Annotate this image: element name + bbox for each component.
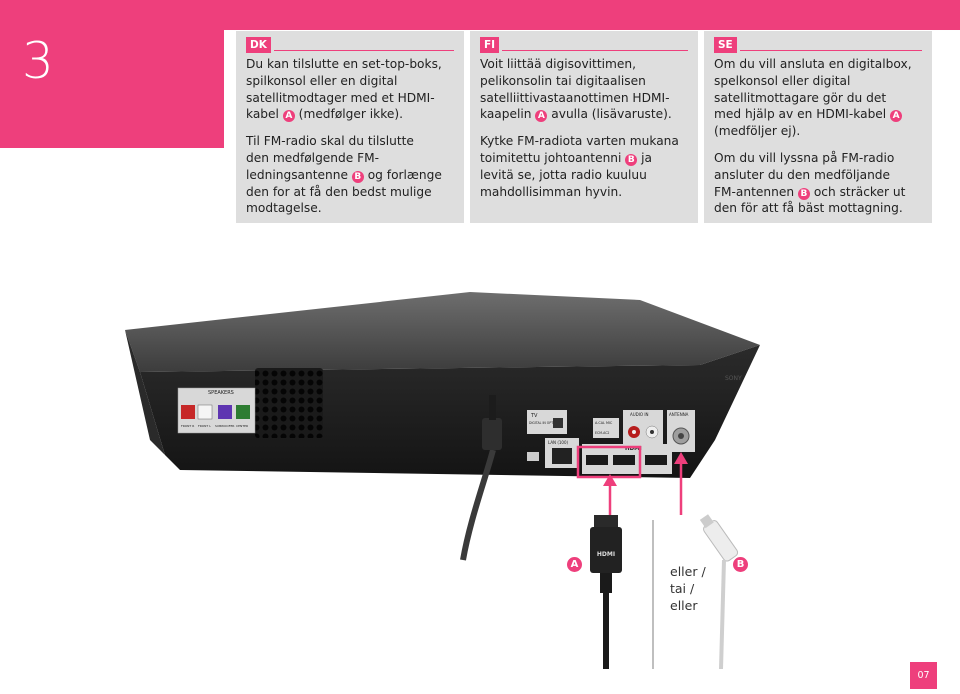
text: og forlænge den for at få den bedst muli… xyxy=(246,167,442,216)
step-number: 3 xyxy=(22,32,54,90)
connection-arrows xyxy=(603,452,688,515)
text: Kytke FM-radiota varten mukana toimitett… xyxy=(480,134,679,165)
antenna-label: ANTENNA xyxy=(669,412,689,417)
label-b: B xyxy=(733,557,748,572)
text: (medföljer ej). xyxy=(714,124,801,139)
acal-sub-label: ECM-AC2 xyxy=(595,431,609,435)
audio-in-label: AUDIO IN xyxy=(630,412,649,417)
terminal-subwoofer xyxy=(218,405,232,419)
or-text: eller / tai / eller xyxy=(670,564,706,613)
text: Om du vill ansluta en digitalbox, spelko… xyxy=(714,57,912,122)
acal-label: A.CAL MIC xyxy=(595,421,613,425)
tv-sub-label: DIGITAL IN OPTICAL xyxy=(529,421,561,425)
terminal-front-l xyxy=(197,404,213,420)
label-a-badge: A xyxy=(890,110,903,123)
text: ja levitä se, jotta radio kuuluu mahdoll… xyxy=(480,150,653,199)
tv-label: TV xyxy=(530,413,538,419)
fm-antenna xyxy=(699,514,739,670)
step-box: 3 xyxy=(0,0,224,148)
label-a: A xyxy=(567,557,582,572)
label-b-badge: B xyxy=(351,170,364,183)
label-a-badge: A xyxy=(282,110,295,123)
terminal-label: SUBWOOFER xyxy=(215,424,234,428)
text: Om du vill lyssna på FM-radio ansluter d… xyxy=(714,150,895,199)
lang-tag: SE xyxy=(714,37,737,53)
label-a-badge: A xyxy=(535,110,548,123)
panel-fi: FI Voit liittää digisovittimen, pelikons… xyxy=(470,31,698,223)
hdmi-in-port-2 xyxy=(613,455,635,465)
hdmi-cable: HDMI xyxy=(590,515,622,669)
instruction-fm: Kytke FM-radiota varten mukana toimitett… xyxy=(480,133,688,200)
terminal-label: CENTER xyxy=(236,424,248,428)
header-rule xyxy=(273,49,454,51)
lang-tag: FI xyxy=(480,37,500,53)
instruction-fm: Om du vill lyssna på FM-radio ansluter d… xyxy=(714,150,922,217)
hdmi-in-port-1 xyxy=(586,455,608,465)
lang-header: DK xyxy=(246,34,454,56)
usb-port xyxy=(527,452,539,461)
power-cord xyxy=(460,395,502,561)
text: Du kan tilslutte en set-top-boks, spilko… xyxy=(246,57,442,122)
text: (medfølger ikke). xyxy=(294,107,403,122)
header-rule xyxy=(739,49,922,51)
lang-header: FI xyxy=(480,34,688,56)
terminal-center xyxy=(236,405,250,419)
fan-grille xyxy=(255,368,323,438)
cable-brand-label: HDMI xyxy=(597,551,615,558)
panel-dk: DK Du kan tilslutte en set-top-boks, spi… xyxy=(236,31,464,223)
instruction-hdmi: Voit liittää digisovittimen, pelikonsoli… xyxy=(480,56,688,123)
text: Til FM-radio skal du tilslutte den medfø… xyxy=(246,134,414,182)
terminal-front-r xyxy=(181,405,195,419)
speaker-terminals: SPEAKERS FRONT R FRONT L SUBWOOFER CENTE… xyxy=(177,387,256,434)
text: och sträcker ut den för att få bäst mott… xyxy=(714,184,906,216)
label-b-badge: B xyxy=(797,187,810,200)
text: Voit liittää digisovittimen, pelikonsoli… xyxy=(480,57,670,122)
instruction-hdmi: Om du vill ansluta en digitalbox, spelko… xyxy=(714,56,922,140)
lan-label: LAN (100) xyxy=(548,440,569,445)
speakers-label: SPEAKERS xyxy=(208,390,234,396)
text: avulla (lisävaruste). xyxy=(547,107,672,122)
panel-se: SE Om du vill ansluta en digitalbox, spe… xyxy=(704,31,932,223)
optical-port xyxy=(553,418,563,428)
svg-text:SONY: SONY xyxy=(725,375,742,382)
instruction-fm: Til FM-radio skal du tilslutte den medfø… xyxy=(246,133,454,217)
hdmi-out-port xyxy=(645,455,667,465)
connector-panel: TV DIGITAL IN OPTICAL A.CAL MIC ECM-AC2 … xyxy=(527,410,695,479)
lang-tag: DK xyxy=(246,37,271,53)
terminal-label: FRONT R xyxy=(181,424,194,428)
header-rule xyxy=(502,49,688,51)
lan-port xyxy=(552,448,572,464)
instruction-hdmi: Du kan tilslutte en set-top-boks, spilko… xyxy=(246,56,454,123)
terminal-label: FRONT L xyxy=(198,424,211,428)
page-number: 07 xyxy=(910,662,937,689)
lang-header: SE xyxy=(714,34,922,56)
hdmi-label: HDMI xyxy=(625,446,642,452)
label-b-badge: B xyxy=(625,153,638,166)
